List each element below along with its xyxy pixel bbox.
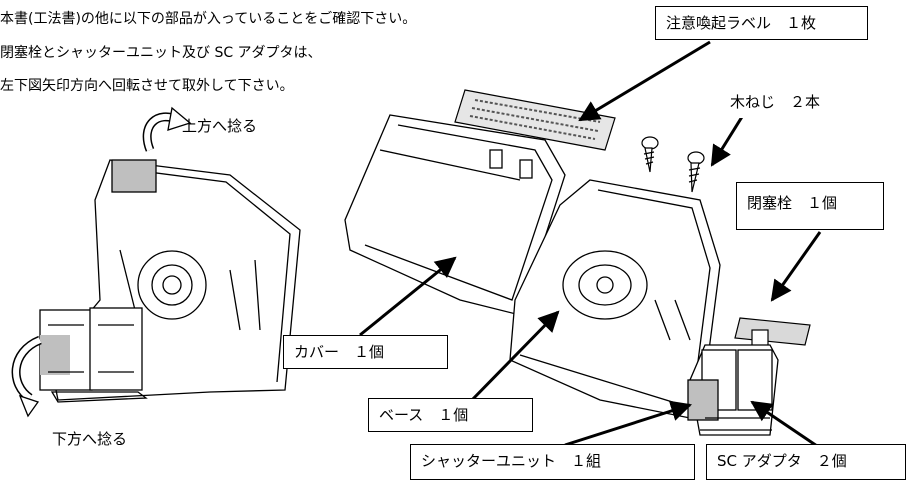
sc-adapter-callout: SC アダプタ ２個 (706, 444, 906, 480)
cover-callout: カバー １個 (283, 335, 448, 369)
instruction-line-3: 左下図矢印方向へ回転させて取外して下さい。 (0, 78, 294, 94)
rotate-up-label: 上方へ捻る (182, 117, 258, 135)
plug-illustration (734, 317, 811, 351)
wood-screws-illustration (641, 136, 705, 193)
caution-label-callout: 注意喚起ラベル １枚 (655, 6, 868, 40)
leader-arrows (359, 40, 822, 450)
base-callout: ベース １個 (368, 398, 533, 432)
shutter-unit-callout: シャッターユニット １組 (410, 444, 695, 480)
plug-callout: 閉塞栓 １個 (736, 182, 884, 230)
shutter-unit-illustration (687, 344, 779, 436)
instruction-line-2: 閉塞栓とシャッターユニット及び SC アダプタは、 (0, 45, 322, 61)
cover-illustration (344, 114, 566, 316)
instruction-line-1: 本書(工法書)の他に以下の部品が入っていることをご確認下さい。 (0, 11, 417, 27)
wood-screw-callout: 木ねじ ２本 (716, 86, 866, 118)
assembled-base-illustration (39, 159, 301, 403)
base-illustration (509, 179, 721, 421)
rotate-down-label: 下方へ捻る (52, 430, 128, 448)
